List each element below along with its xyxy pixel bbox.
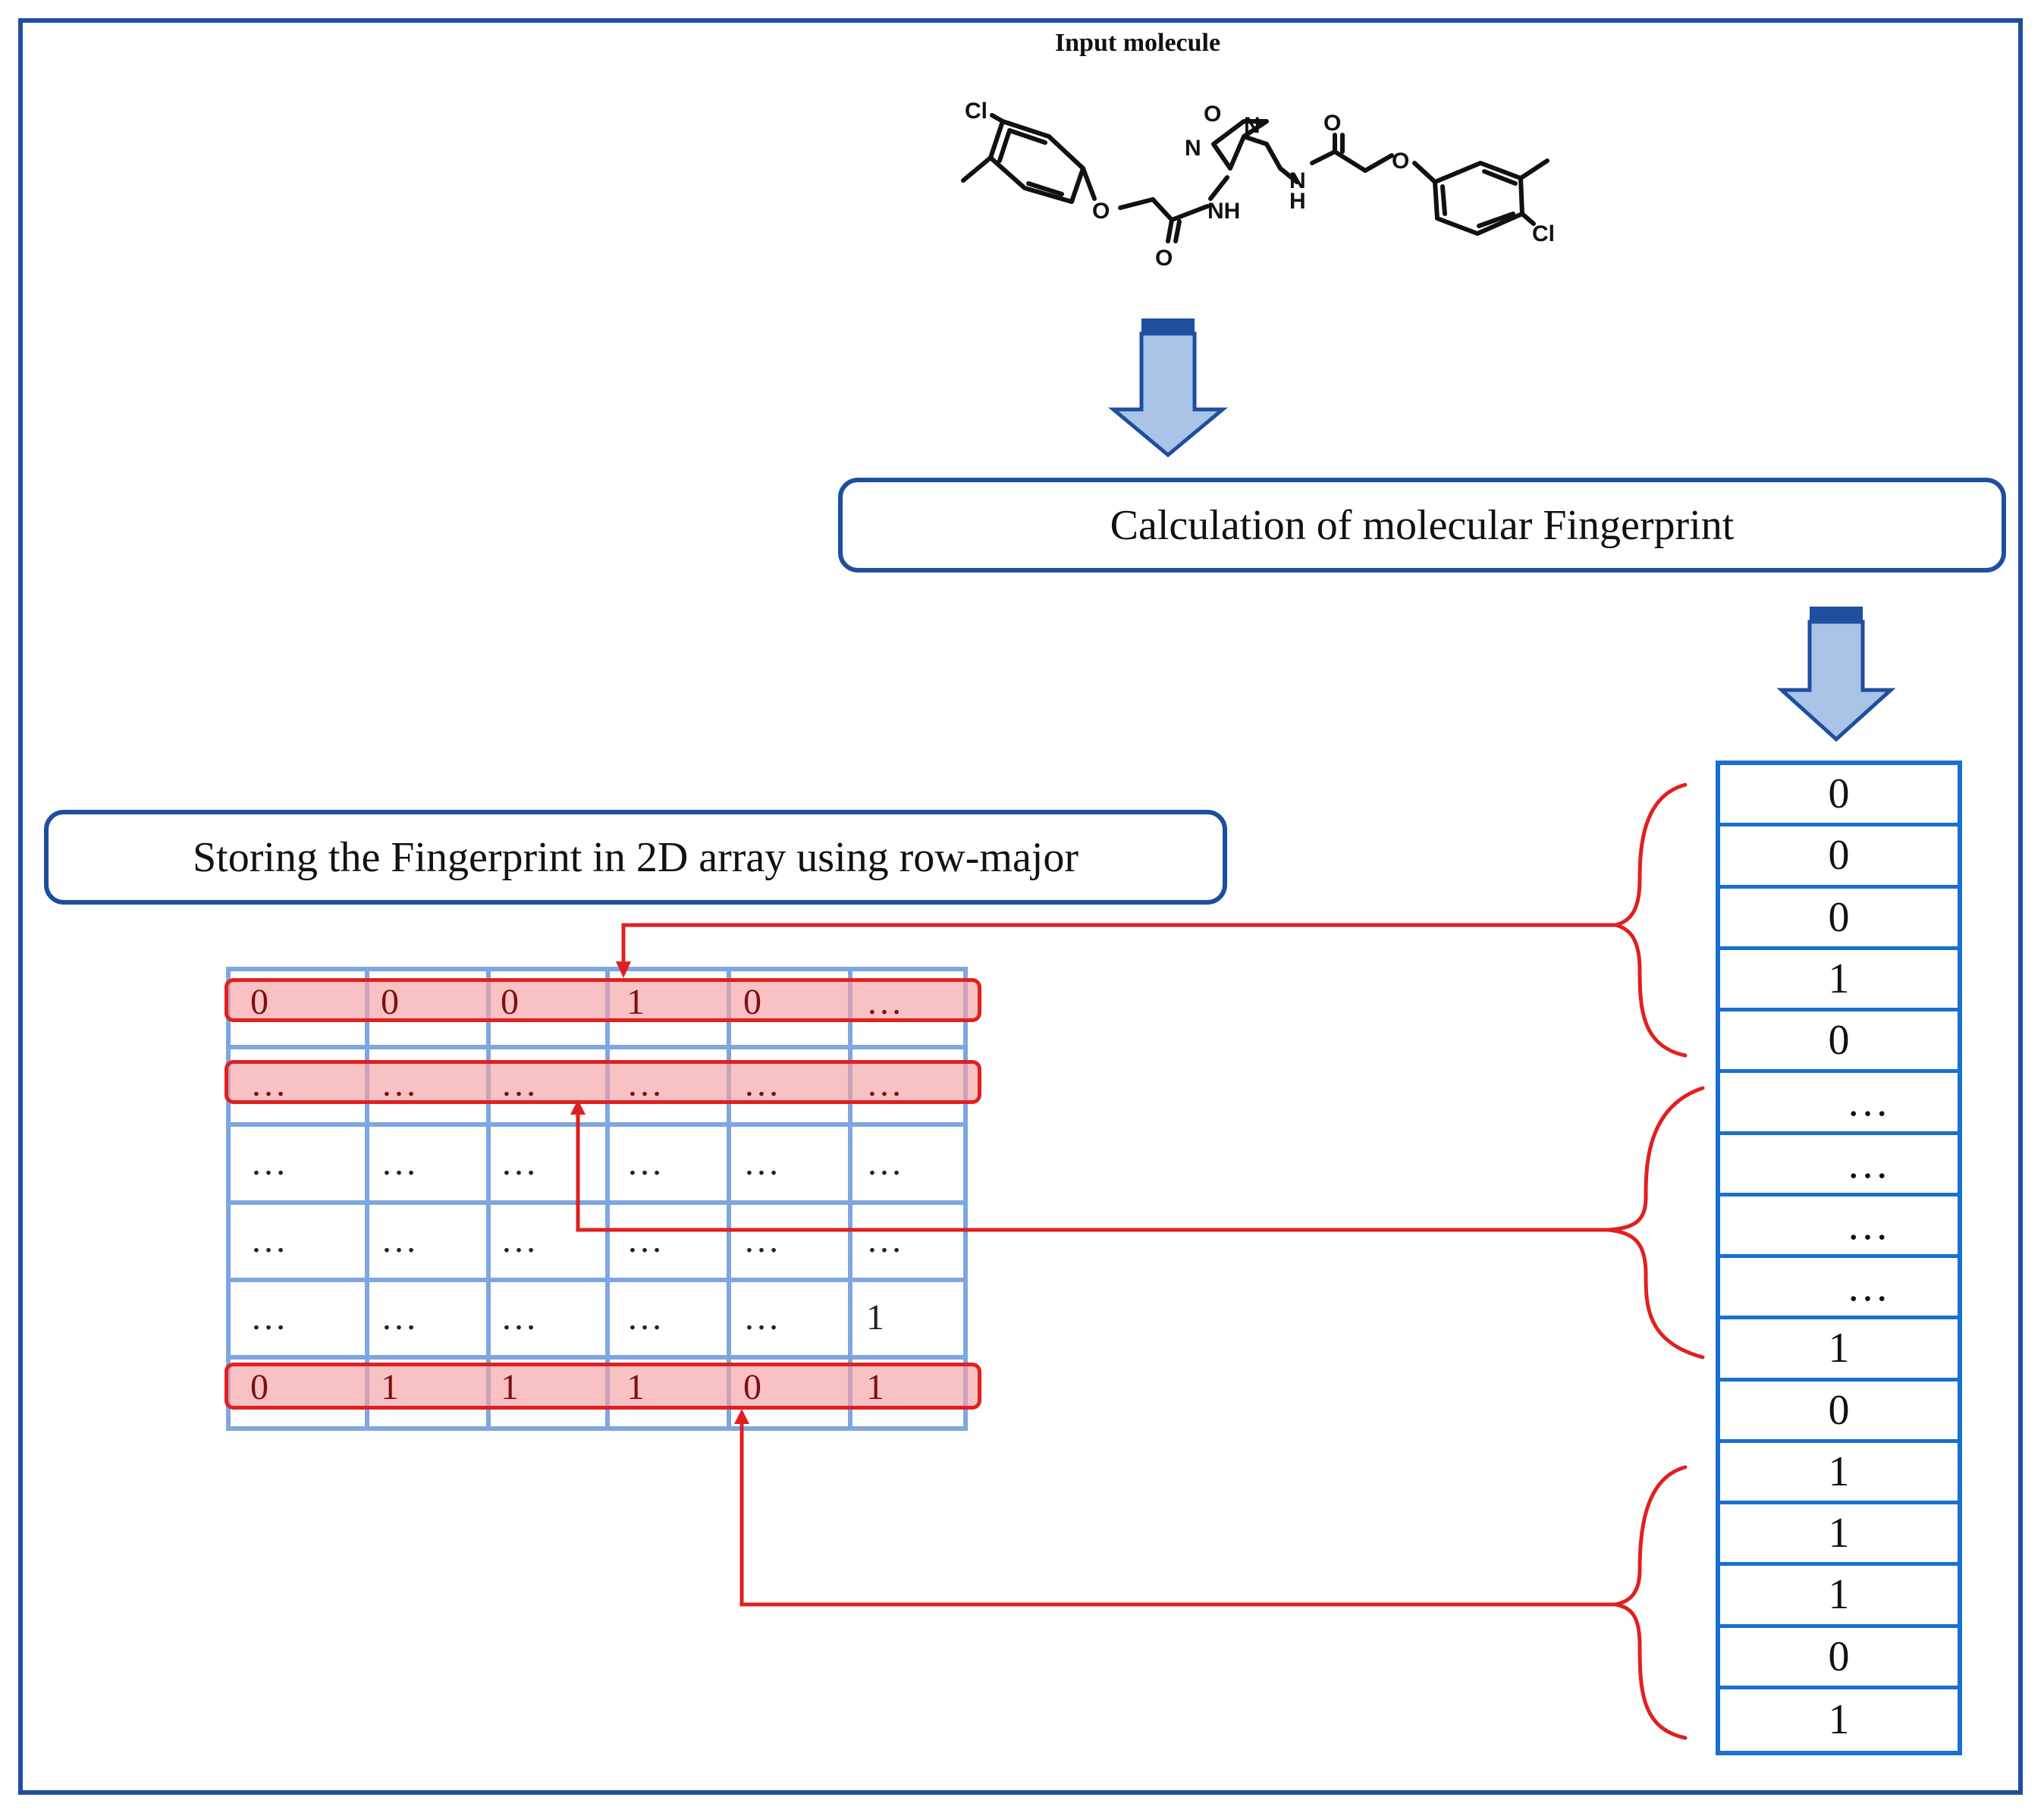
grid-cell: 0 bbox=[501, 982, 519, 1022]
grid-cell: … bbox=[626, 1220, 663, 1260]
grid-cell: … bbox=[866, 1064, 903, 1104]
atom-h-right: H bbox=[1289, 189, 1306, 214]
vector-cell-value: 1 bbox=[1828, 1510, 1850, 1557]
vector-cell-value: … bbox=[1846, 1263, 1889, 1311]
vector-cell-value: 1 bbox=[1828, 1447, 1850, 1495]
vector-cell-value: 0 bbox=[1828, 1017, 1850, 1065]
highlight-row-last bbox=[224, 1363, 981, 1410]
vector-cell: 0 bbox=[1720, 1628, 1958, 1689]
atom-o-right: O bbox=[1392, 149, 1409, 174]
vector-cell: 0 bbox=[1720, 1012, 1958, 1074]
grid-cell: … bbox=[626, 1064, 663, 1104]
vector-cell: 1 bbox=[1720, 1504, 1958, 1567]
vector-cell: … bbox=[1720, 1135, 1958, 1197]
grid-cell: … bbox=[866, 1143, 903, 1183]
highlight-row-second bbox=[224, 1060, 981, 1104]
atom-cl-right: Cl bbox=[1532, 221, 1555, 246]
grid-cell: … bbox=[866, 982, 903, 1022]
grid-cell: … bbox=[250, 1220, 287, 1260]
grid-cell: … bbox=[250, 1064, 287, 1104]
storing-2d-array-box: Storing the Fingerprint in 2D array usin… bbox=[44, 810, 1227, 905]
grid-cell: 1 bbox=[626, 982, 645, 1022]
grid-cell: 1 bbox=[866, 1367, 884, 1407]
grid-cell: 0 bbox=[743, 1367, 761, 1407]
vector-cell: … bbox=[1720, 1258, 1958, 1320]
atom-n-ring-left: N bbox=[1185, 136, 1201, 161]
vector-cell: … bbox=[1720, 1197, 1958, 1258]
grid-cell: … bbox=[501, 1297, 537, 1338]
grid-cell: 0 bbox=[381, 982, 399, 1022]
diagram-frame bbox=[18, 18, 2023, 1795]
highlight-row-first bbox=[224, 978, 981, 1022]
vector-cell-value: 1 bbox=[1828, 1325, 1850, 1372]
grid-cell: … bbox=[501, 1143, 537, 1183]
grid-cell: … bbox=[626, 1143, 663, 1183]
atom-o-carbonyl-right: O bbox=[1323, 111, 1341, 136]
grid-cell: … bbox=[743, 1064, 780, 1104]
vector-cell-value: 0 bbox=[1828, 770, 1850, 818]
grid-cell: 0 bbox=[743, 982, 761, 1022]
vector-cell-value: 1 bbox=[1828, 1696, 1850, 1744]
vector-cell-value: … bbox=[1846, 1078, 1889, 1126]
fingerprint-2d-array bbox=[226, 967, 968, 1431]
vector-cell: 0 bbox=[1720, 765, 1958, 827]
vector-cell-value: … bbox=[1846, 1140, 1889, 1187]
grid-cell: 1 bbox=[866, 1297, 884, 1338]
atom-cl-left: Cl bbox=[965, 99, 987, 124]
vector-cell-value: 1 bbox=[1828, 955, 1850, 1002]
molecule-structure: Cl O O NH N O N N H O O Cl bbox=[961, 99, 1555, 271]
vector-cell: … bbox=[1720, 1073, 1958, 1135]
grid-cell: 0 bbox=[250, 982, 268, 1022]
grid-cell: 1 bbox=[381, 1367, 399, 1407]
vector-cell: 1 bbox=[1720, 1443, 1958, 1504]
vector-cell-value: 0 bbox=[1828, 893, 1850, 941]
atom-nh-left: NH bbox=[1207, 199, 1240, 224]
grid-cell: 1 bbox=[501, 1367, 519, 1407]
grid-cell: … bbox=[381, 1297, 417, 1338]
grid-cell: … bbox=[250, 1297, 287, 1338]
fingerprint-calculation-box: Calculation of molecular Fingerprint bbox=[838, 478, 2006, 572]
vector-cell-value: … bbox=[1846, 1201, 1889, 1249]
grid-cell: … bbox=[866, 1220, 903, 1260]
grid-cell: … bbox=[501, 1064, 537, 1104]
grid-cell: … bbox=[381, 1143, 417, 1183]
vector-cell: 0 bbox=[1720, 826, 1958, 889]
vector-cell: 0 bbox=[1720, 1382, 1958, 1443]
grid-cell: … bbox=[381, 1064, 417, 1104]
vector-cell: 1 bbox=[1720, 1319, 1958, 1382]
vector-cell-value: 1 bbox=[1828, 1571, 1850, 1619]
vector-cell-value: 0 bbox=[1828, 1386, 1850, 1434]
vector-cell-value: 0 bbox=[1828, 1633, 1850, 1680]
fingerprint-vector: 0 0 0 1 0 … … … … 1 0 1 1 1 0 1 bbox=[1716, 761, 1962, 1755]
grid-cell: … bbox=[743, 1220, 780, 1260]
vector-cell: 1 bbox=[1720, 1566, 1958, 1628]
grid-cell: … bbox=[743, 1297, 780, 1338]
atom-o-carbonyl-left: O bbox=[1155, 246, 1173, 271]
grid-cell: … bbox=[626, 1297, 663, 1338]
grid-cell: … bbox=[250, 1143, 287, 1183]
input-molecule-title: Input molecule bbox=[1054, 29, 1221, 57]
atom-n-ring-right: N bbox=[1244, 113, 1261, 138]
atom-n-right: N bbox=[1289, 168, 1306, 193]
atom-o-left: O bbox=[1092, 199, 1110, 224]
grid-cell: … bbox=[743, 1143, 780, 1183]
vector-cell: 0 bbox=[1720, 889, 1958, 950]
grid-lines bbox=[231, 971, 963, 1426]
grid-cell: … bbox=[501, 1220, 537, 1260]
grid-cell: 1 bbox=[626, 1367, 645, 1407]
vector-cell: 1 bbox=[1720, 950, 1958, 1012]
vector-cell: 1 bbox=[1720, 1689, 1958, 1751]
grid-cell: 0 bbox=[250, 1367, 268, 1407]
grid-cell: … bbox=[381, 1220, 417, 1260]
atom-o-ring: O bbox=[1204, 102, 1221, 127]
vector-cell-value: 0 bbox=[1828, 832, 1850, 880]
